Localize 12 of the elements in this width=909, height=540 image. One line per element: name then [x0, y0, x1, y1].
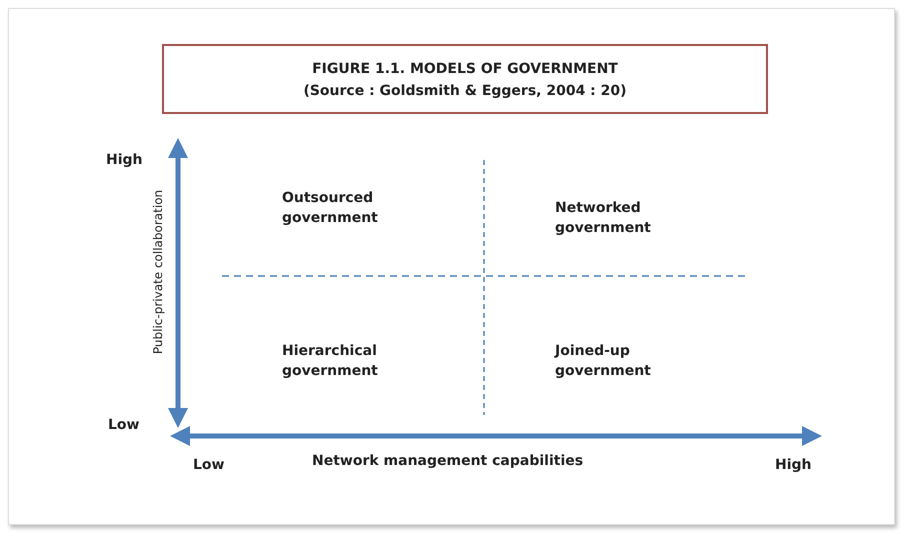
source-citation: (Source : Goldsmith & Eggers, 2004 : 20)	[302, 82, 628, 101]
quadrant-label: Outsourced government	[282, 189, 379, 228]
axis-tick-label: Low	[108, 416, 140, 435]
axis-title: Network management capabilities	[312, 452, 584, 471]
axis-title: Public-private collaboration	[150, 190, 166, 354]
axis-tick-label: High	[106, 151, 143, 170]
axis-tick-label: High	[775, 456, 812, 475]
figure-title: FIGURE 1.1. MODELS OF GOVERNMENT	[311, 60, 619, 79]
quadrant-label: Networked government	[555, 199, 652, 238]
quadrant-label: Hierarchical government	[282, 342, 379, 381]
axis-tick-label: Low	[193, 456, 224, 475]
quadrant-label: Joined-up government	[555, 342, 652, 381]
